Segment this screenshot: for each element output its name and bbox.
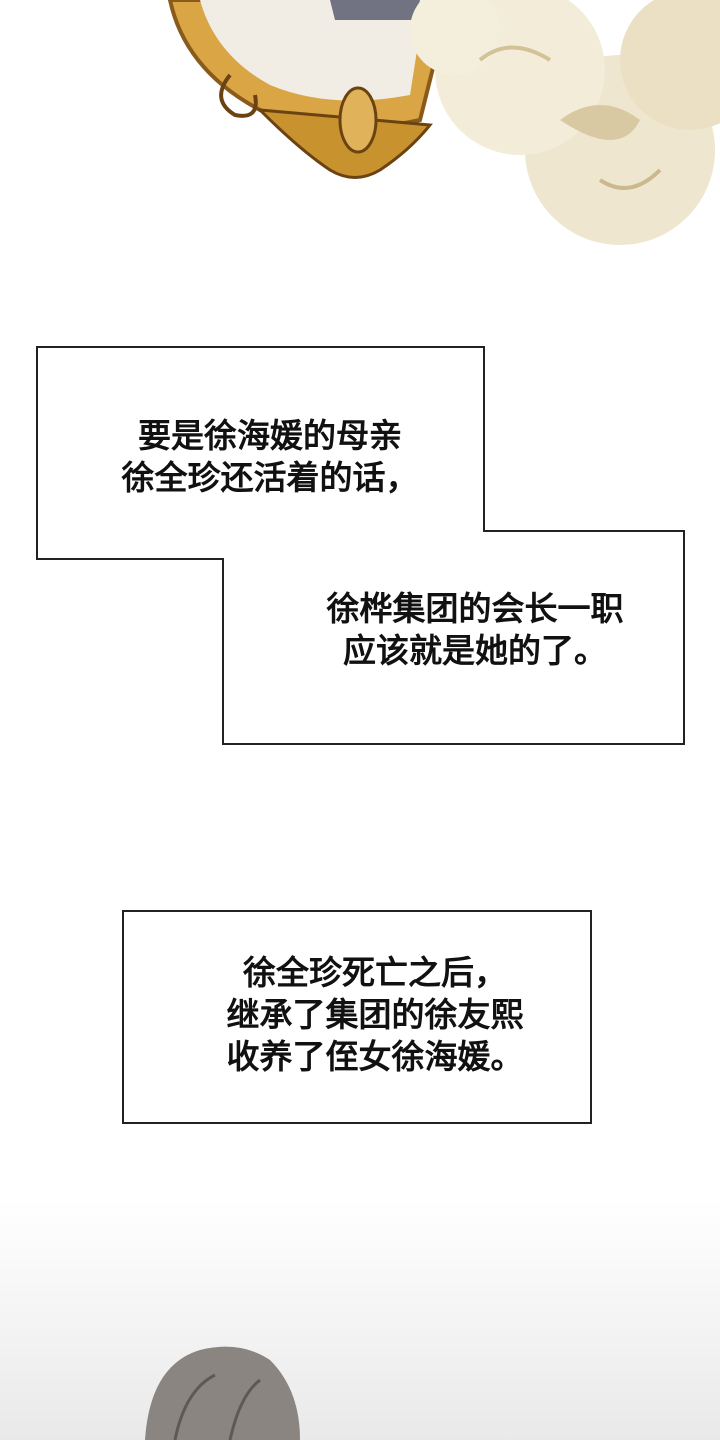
mirror-frame-illustration <box>167 0 453 179</box>
caption-3-line-2: 继承了集团的徐友熙 <box>226 995 524 1034</box>
caption-1-line-2: 徐全珍还活着的话， <box>121 458 419 497</box>
caption-box-2-outline <box>122 910 592 1124</box>
caption-1: 要是徐海媛的母亲 徐全珍还活着的话， <box>100 415 440 499</box>
caption-3-line-3: 收养了侄女徐海媛。 <box>226 1037 524 1076</box>
caption-2: 徐桦集团的会长一职 应该就是她的了。 <box>290 588 660 672</box>
caption-2-line-2: 应该就是她的了。 <box>343 631 607 670</box>
caption-2-line-1: 徐桦集团的会长一职 <box>326 589 624 628</box>
flower-illustration <box>410 0 720 245</box>
caption-box-1-outline <box>36 346 685 745</box>
character-hair-illustration <box>145 1346 300 1440</box>
caption-3: 徐全珍死亡之后， 继承了集团的徐友熙 收养了侄女徐海媛。 <box>190 952 560 1078</box>
caption-1-line-1: 要是徐海媛的母亲 <box>138 416 402 455</box>
background-gradient <box>0 1200 720 1440</box>
caption-3-line-1: 徐全珍死亡之后， <box>243 953 507 992</box>
